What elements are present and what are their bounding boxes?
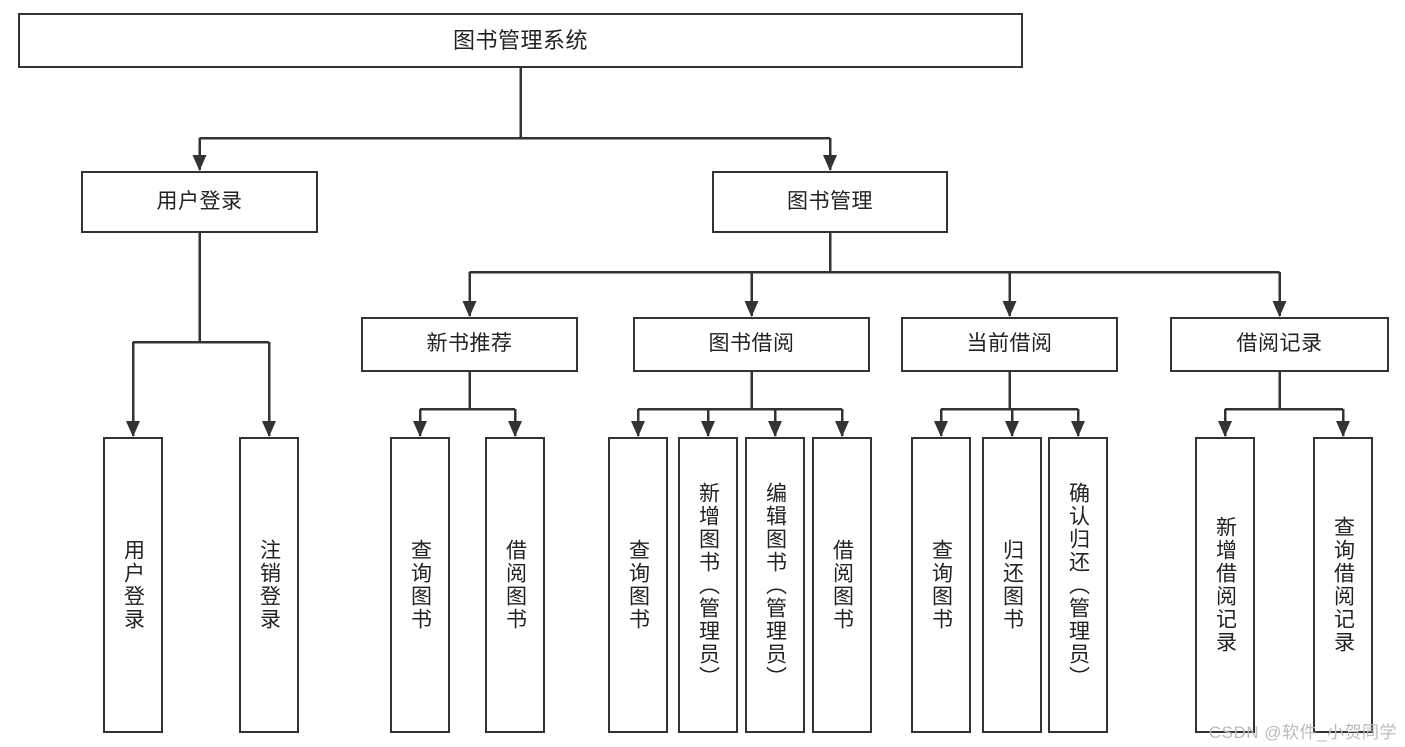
node-leaf-confirm-return-admin[interactable]: 确认归还（管理员） — [1048, 437, 1108, 733]
node-level3-new-book-recommend[interactable]: 新书推荐 — [361, 317, 578, 372]
node-leaf-query-book-recommend[interactable]: 查询图书 — [390, 437, 450, 733]
node-level2-book-management[interactable]: 图书管理 — [712, 171, 948, 233]
node-label: 查询图书 — [929, 539, 953, 631]
node-label: 借阅图书 — [503, 539, 527, 631]
node-label: 图书管理系统 — [452, 27, 588, 53]
node-label: 用户登录 — [121, 539, 145, 631]
node-label: 确认归还（管理员） — [1066, 481, 1090, 689]
node-label: 新书推荐 — [426, 332, 513, 356]
node-level3-book-borrow[interactable]: 图书借阅 — [633, 317, 870, 372]
node-label: 新增图书（管理员） — [696, 481, 720, 689]
node-leaf-query-book-borrow[interactable]: 查询图书 — [608, 437, 668, 733]
node-label: 查询借阅记录 — [1331, 516, 1355, 654]
node-level3-borrow-record[interactable]: 借阅记录 — [1170, 317, 1389, 372]
node-leaf-query-borrow-record[interactable]: 查询借阅记录 — [1313, 437, 1373, 733]
node-label: 当前借阅 — [966, 332, 1053, 356]
node-label: 图书借阅 — [708, 332, 795, 356]
node-leaf-borrow-book[interactable]: 借阅图书 — [812, 437, 872, 733]
node-label: 借阅图书 — [830, 539, 854, 631]
node-leaf-query-book-current[interactable]: 查询图书 — [911, 437, 971, 733]
node-label: 查询图书 — [408, 539, 432, 631]
watermark-text: CSDN @软件_小贺同学 — [1208, 723, 1397, 742]
node-label: 用户登录 — [156, 189, 243, 213]
node-leaf-add-borrow-record[interactable]: 新增借阅记录 — [1195, 437, 1255, 733]
node-leaf-return-book[interactable]: 归还图书 — [982, 437, 1042, 733]
node-leaf-logout[interactable]: 注销登录 — [239, 437, 299, 733]
node-level2-user-login[interactable]: 用户登录 — [81, 171, 318, 233]
node-label: 归还图书 — [1000, 539, 1024, 631]
node-label: 图书管理 — [787, 189, 873, 213]
node-leaf-user-login[interactable]: 用户登录 — [103, 437, 163, 733]
node-label: 借阅记录 — [1236, 332, 1323, 356]
node-label: 查询图书 — [626, 539, 650, 631]
node-leaf-borrow-book-recommend[interactable]: 借阅图书 — [485, 437, 545, 733]
node-label: 注销登录 — [257, 539, 281, 631]
node-root[interactable]: 图书管理系统 — [18, 13, 1023, 68]
node-label: 新增借阅记录 — [1213, 516, 1237, 654]
node-leaf-add-book-admin[interactable]: 新增图书（管理员） — [678, 437, 738, 733]
node-level3-current-borrow[interactable]: 当前借阅 — [901, 317, 1118, 372]
node-leaf-edit-book-admin[interactable]: 编辑图书（管理员） — [745, 437, 805, 733]
node-label: 编辑图书（管理员） — [763, 481, 787, 689]
